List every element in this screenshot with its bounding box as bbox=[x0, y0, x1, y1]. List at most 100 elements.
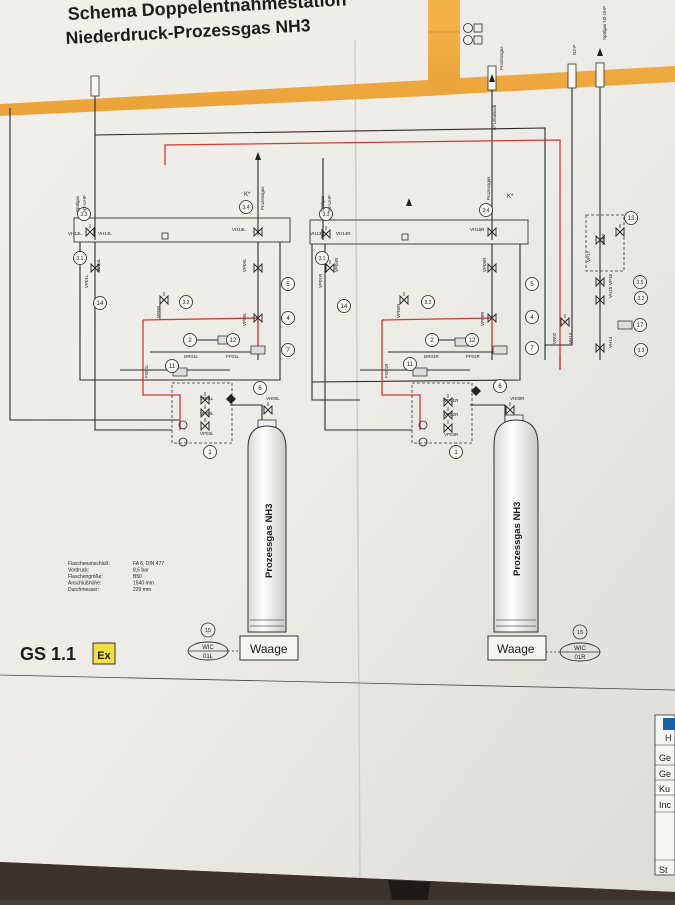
shoe-shadow bbox=[388, 880, 430, 900]
svg-text:01L: 01L bbox=[203, 654, 214, 660]
svg-text:Ge: Ge bbox=[659, 769, 671, 779]
valve-label-vp09l: VP09L bbox=[242, 258, 247, 272]
left-cylinder-label: Prozessgas NH3 bbox=[264, 504, 275, 578]
svg-text:2: 2 bbox=[188, 338, 192, 344]
svg-text:5: 5 bbox=[286, 282, 290, 288]
ref-circle-3-4: 3.4 bbox=[479, 203, 493, 217]
svg-text:3.4: 3.4 bbox=[483, 208, 490, 214]
spec-label: Anschlußhöhe: bbox=[68, 581, 101, 587]
svg-text:3.5: 3.5 bbox=[637, 280, 644, 286]
ref-circle-7: 7 bbox=[281, 343, 295, 357]
valve-bands bbox=[73, 217, 529, 245]
valve-label-vh13l: VH13L bbox=[68, 231, 82, 236]
valve-label-vp03r: VP03R bbox=[444, 432, 459, 437]
ref-circle-14: 14 bbox=[93, 296, 107, 310]
valve-label-vp01l: VP01L bbox=[84, 274, 89, 288]
svg-text:14: 14 bbox=[341, 304, 348, 310]
right-scale-box bbox=[487, 635, 547, 661]
svg-text:3.3: 3.3 bbox=[638, 296, 645, 302]
valve-label-vp16: VP16 bbox=[608, 273, 613, 285]
svg-text:N2-P: N2-P bbox=[572, 45, 577, 55]
valve-icon bbox=[159, 294, 169, 306]
connector-icon bbox=[418, 420, 428, 430]
svg-text:2: 2 bbox=[430, 338, 434, 344]
right-process-block bbox=[311, 244, 521, 444]
left-scale-box bbox=[239, 635, 299, 661]
svg-text:3.3: 3.3 bbox=[81, 212, 88, 218]
ref-circle-3-3: 3.3 bbox=[77, 207, 91, 221]
valve-label-vp08r: VP08R bbox=[480, 311, 485, 326]
svg-text:4: 4 bbox=[530, 315, 534, 321]
svg-text:H: H bbox=[665, 733, 672, 743]
valve-label-vp08l: VP08L bbox=[242, 312, 247, 326]
valve-label-vp02r: VP02R bbox=[444, 412, 459, 417]
valve-label-vh13: VH13 bbox=[568, 332, 573, 344]
svg-text:7: 7 bbox=[530, 346, 534, 352]
svg-text:N2-UHP: N2-UHP bbox=[82, 195, 87, 212]
ref-circle-1: 1 bbox=[449, 445, 463, 459]
valve-label-vp06l: VP06L bbox=[156, 304, 161, 318]
valve-label-vh00l: VH00L bbox=[266, 396, 280, 401]
valve-label-vp04r: VP04R bbox=[334, 257, 339, 272]
valve-icon bbox=[325, 262, 335, 274]
svg-text:Prozessgas: Prozessgas bbox=[486, 176, 491, 200]
side-labels: Spülgas N2-UHP Prozessgas Spülgas N2-UHP… bbox=[75, 6, 607, 212]
ref-circle-5: 5 bbox=[525, 277, 539, 291]
gauge-diamond-icon bbox=[471, 386, 481, 396]
valve-icon bbox=[253, 262, 263, 274]
svg-text:11: 11 bbox=[169, 364, 176, 370]
svg-text:K*: K* bbox=[244, 192, 251, 198]
valve-icon bbox=[595, 294, 605, 306]
gauge-diamond-icon bbox=[226, 394, 236, 404]
gs-label: GS 1.1 bbox=[20, 644, 76, 664]
valve-label-ff01r: FF01R bbox=[466, 354, 481, 359]
valve-icon bbox=[505, 404, 515, 416]
connector-icon bbox=[418, 437, 428, 447]
ref-circle-6: 6 bbox=[493, 379, 507, 393]
svg-text:1: 1 bbox=[454, 450, 458, 456]
valve-icon bbox=[595, 276, 605, 288]
ref-circle-3-5: 3.5 bbox=[633, 275, 647, 289]
sheet-bottom-line bbox=[0, 674, 675, 691]
ref-circle-4: 4 bbox=[525, 310, 539, 324]
svg-text:4: 4 bbox=[286, 316, 290, 322]
valve-label-vh14: VH14 bbox=[608, 336, 613, 348]
valve-icon bbox=[443, 422, 453, 434]
svg-text:Spülgas N2-UHP: Spülgas N2-UHP bbox=[602, 6, 607, 40]
valve-icon bbox=[615, 226, 625, 238]
connector-icon bbox=[178, 437, 188, 447]
ref-circle-14: 14 bbox=[337, 299, 351, 313]
valve-label-vp03l: VP03L bbox=[200, 431, 214, 436]
valve-label-vp09r: VP09R bbox=[482, 257, 487, 272]
svg-text:7: 7 bbox=[286, 348, 290, 354]
valve-label-vp01r: VP01R bbox=[318, 273, 323, 288]
left-wic-tag: 15 WIC 01L bbox=[187, 622, 240, 661]
right-cylinder: Prozessgas NH3 Waage bbox=[487, 414, 547, 661]
svg-text:Prozessgas: Prozessgas bbox=[499, 46, 504, 70]
svg-text:12: 12 bbox=[469, 338, 476, 344]
svg-text:3.1: 3.1 bbox=[319, 256, 326, 262]
valve-label-ff01l: FF01L bbox=[226, 354, 240, 359]
svg-text:K*: K* bbox=[507, 194, 514, 200]
valve-icon bbox=[443, 396, 453, 408]
left-frame bbox=[9, 108, 180, 421]
svg-text:Inc: Inc bbox=[659, 800, 672, 810]
spec-label: Flaschenanschluß: bbox=[68, 561, 110, 567]
valve-label-dr01r: DR01R bbox=[424, 354, 440, 359]
valve-icon bbox=[487, 262, 497, 274]
valve-label-vh14r: VH14R bbox=[336, 231, 351, 236]
filter-icon bbox=[617, 320, 633, 330]
svg-text:3.1: 3.1 bbox=[77, 256, 84, 262]
valve-icon bbox=[560, 316, 570, 328]
valve-label-dr01l: DR01L bbox=[184, 354, 199, 359]
svg-text:WIC: WIC bbox=[202, 645, 214, 651]
svg-text:14: 14 bbox=[97, 301, 104, 307]
svg-text:1: 1 bbox=[208, 450, 212, 456]
ref-circle-4: 4 bbox=[281, 311, 295, 325]
spec-value: 8,5 bar bbox=[133, 568, 149, 574]
right-cylinder-label: Prozessgas NH3 bbox=[512, 502, 523, 576]
valve-icon bbox=[321, 228, 331, 240]
